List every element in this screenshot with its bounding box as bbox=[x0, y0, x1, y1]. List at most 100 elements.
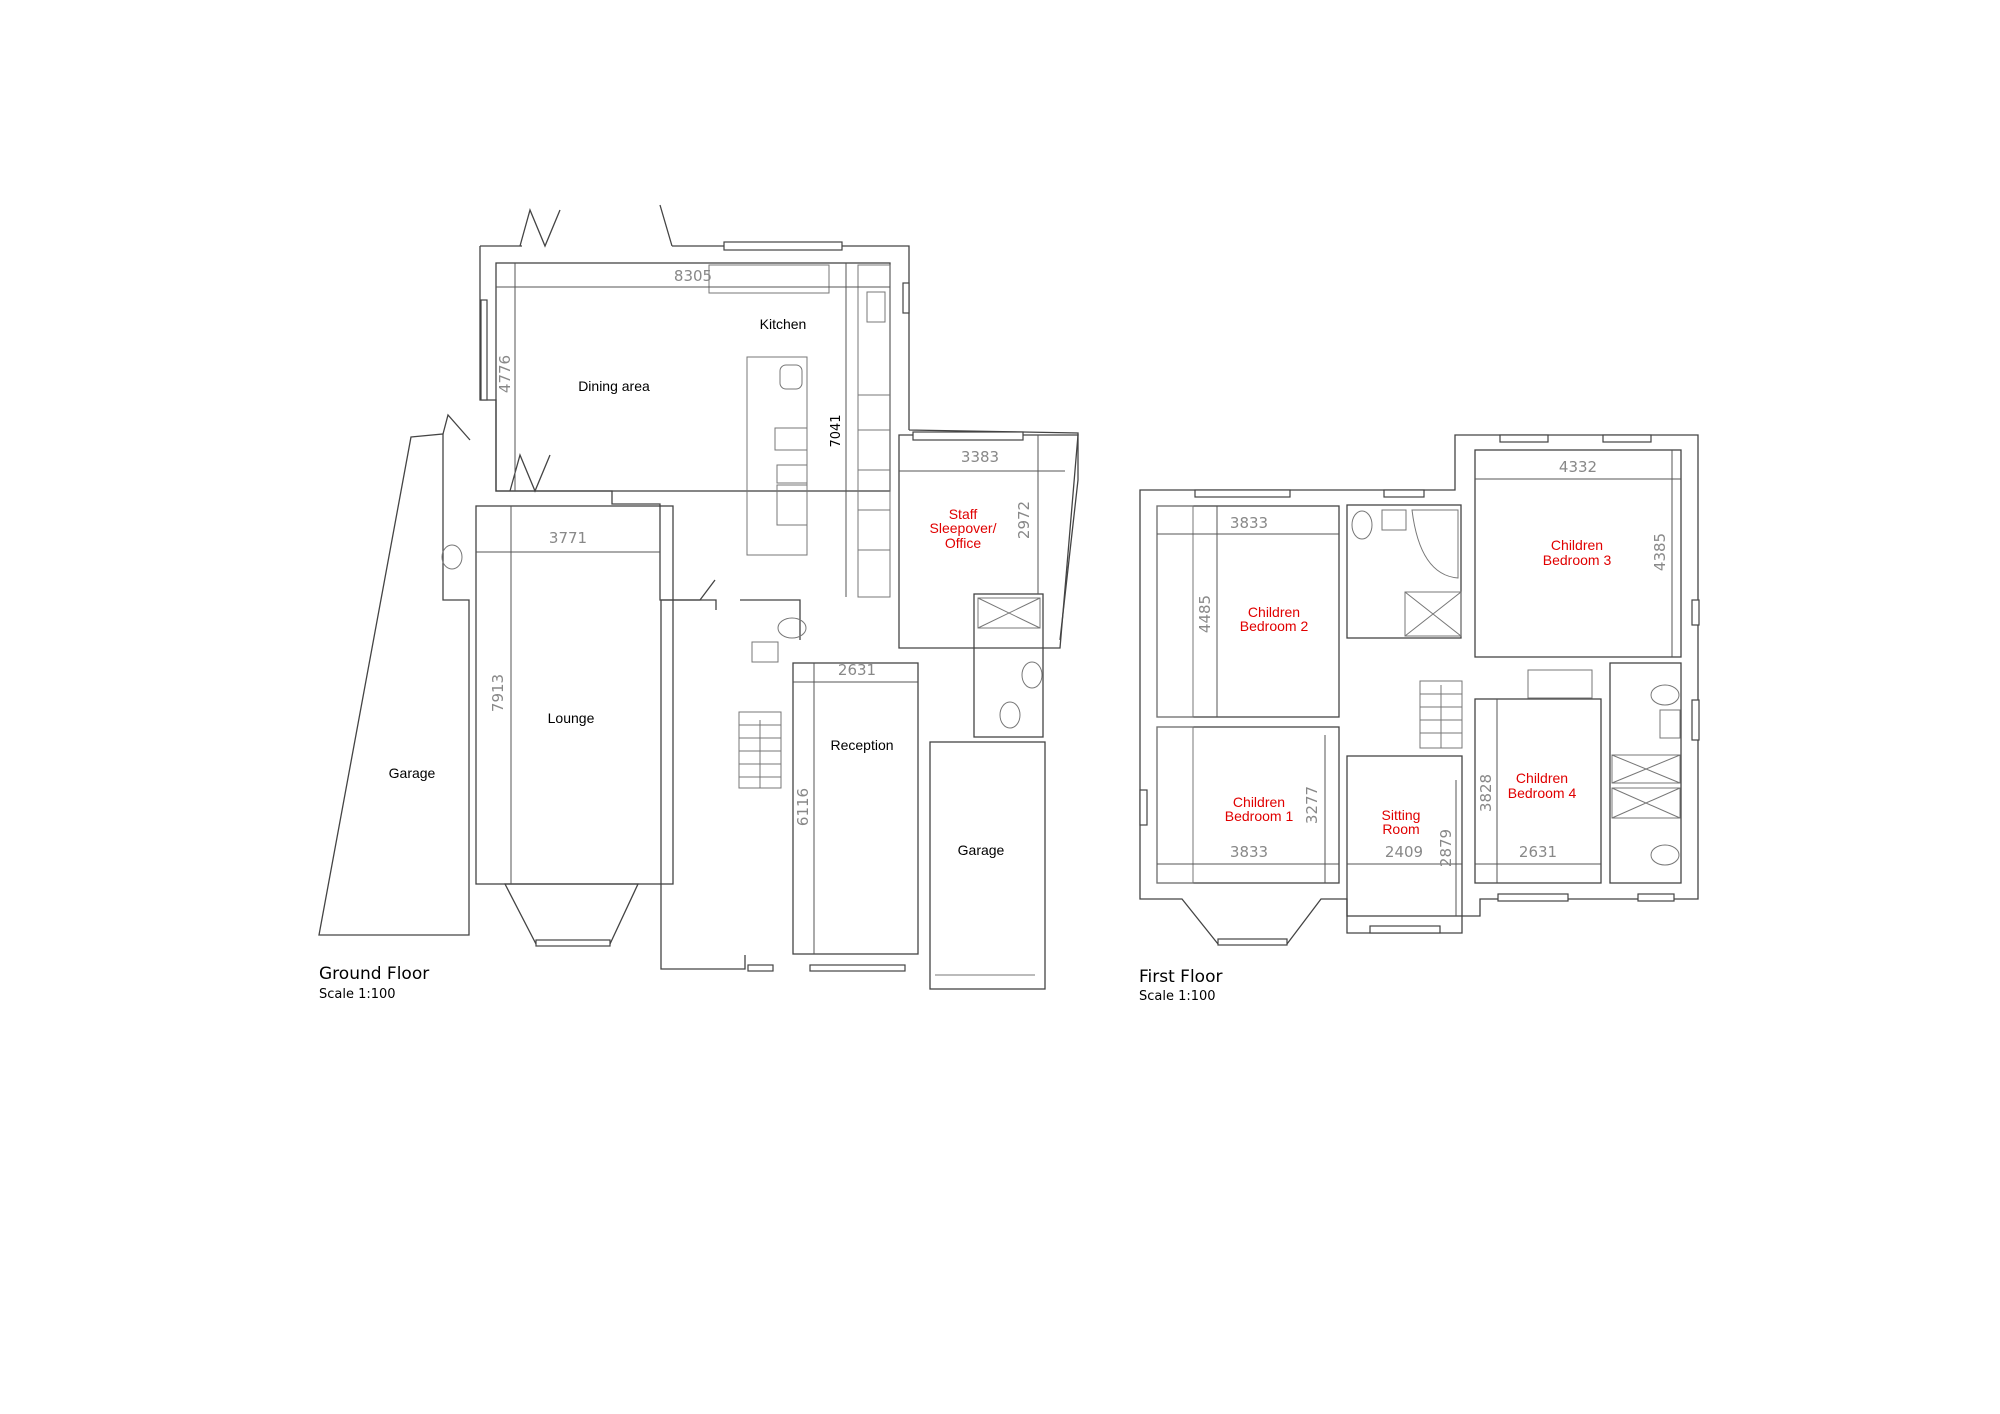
dim-bedroom4-width: 2631 bbox=[1519, 843, 1557, 861]
reception-window bbox=[809, 964, 906, 972]
island-sink-icon bbox=[779, 364, 803, 390]
ground-dimension-lines bbox=[476, 263, 1065, 954]
room-label-bedroom3-1: Children bbox=[1551, 537, 1603, 553]
ensuite-basin-icon bbox=[1659, 709, 1681, 739]
ensuite-side-window bbox=[1691, 699, 1700, 741]
garage-left-door bbox=[442, 413, 471, 441]
bedroom3-window-b bbox=[1602, 434, 1652, 443]
room-label-staff-1: Staff bbox=[949, 506, 978, 522]
bedroom3-side-window bbox=[1691, 599, 1700, 626]
island-unit bbox=[774, 427, 808, 451]
bedroom1-bay-glazing bbox=[1217, 938, 1288, 946]
room-label-dining: Dining area bbox=[578, 378, 650, 394]
kitchen-outer-wall bbox=[479, 245, 1079, 641]
ensuite-toilet-icon bbox=[999, 701, 1021, 729]
room-label-garage-right: Garage bbox=[958, 842, 1005, 858]
lounge-bay-window bbox=[503, 883, 640, 945]
garage-basin-icon bbox=[441, 544, 463, 570]
shower-tray-icon bbox=[977, 597, 1041, 629]
hob-icon bbox=[776, 464, 808, 484]
ensuite-room bbox=[1609, 662, 1682, 884]
bifold-door-top bbox=[519, 204, 673, 248]
garage-right bbox=[929, 741, 1046, 990]
dim-bedroom3-width: 4332 bbox=[1559, 458, 1597, 476]
kitchen-units-right bbox=[857, 264, 891, 598]
bifold-door-lower bbox=[509, 453, 551, 493]
dim-kitchen-width: 8305 bbox=[674, 267, 712, 285]
staff-office-room bbox=[898, 434, 1079, 649]
garage-left bbox=[318, 433, 470, 936]
dim-reception-width: 2631 bbox=[838, 661, 876, 679]
first-floor-outer-wall bbox=[1139, 434, 1699, 945]
dim-staff-width: 3383 bbox=[961, 448, 999, 466]
kitchen-unit-dividers bbox=[858, 394, 890, 551]
kitchen-worktop bbox=[708, 264, 830, 294]
bedroom3-window-a bbox=[1499, 434, 1549, 443]
staff-window bbox=[912, 431, 1024, 441]
room-label-bedroom3-2: Bedroom 3 bbox=[1543, 552, 1612, 568]
bedroom4-room bbox=[1474, 698, 1602, 884]
reception-room bbox=[792, 662, 919, 955]
first-floor-scale: Scale 1:100 bbox=[1139, 989, 1216, 1004]
ensuite-toilet-2-icon bbox=[1650, 844, 1680, 866]
cooker-icon bbox=[776, 484, 808, 526]
room-label-bedroom4-1: Children bbox=[1516, 770, 1568, 786]
wc-toilet-icon bbox=[777, 617, 807, 639]
dim-bedroom2-depth: 4485 bbox=[1196, 595, 1214, 633]
bedroom4-wardrobe bbox=[1527, 669, 1593, 699]
kitchen-sink-icon bbox=[866, 291, 886, 323]
dim-bedroom1-width: 3833 bbox=[1230, 843, 1268, 861]
ensuite-basin-icon bbox=[1021, 661, 1043, 689]
bathroom-window bbox=[1383, 489, 1425, 498]
room-label-bedroom2-1: Children bbox=[1248, 604, 1300, 620]
room-label-staff-2: Sleepover/ bbox=[930, 520, 997, 536]
bathroom-room bbox=[1346, 504, 1462, 639]
bedroom4-window bbox=[1497, 893, 1569, 902]
room-label-garage-left: Garage bbox=[389, 765, 436, 781]
kitchen-window bbox=[723, 241, 843, 251]
lounge-bay-glazing bbox=[535, 939, 611, 947]
room-label-bedroom1-1: Children bbox=[1233, 794, 1285, 810]
dim-bedroom2-width: 3833 bbox=[1230, 514, 1268, 532]
stair-treads bbox=[739, 720, 781, 788]
dim-kitchen-depth: 7041 bbox=[829, 414, 844, 447]
wc-basin-icon bbox=[751, 641, 779, 663]
bathroom-toilet-icon bbox=[1351, 510, 1373, 540]
dim-bedroom1-depth: 3277 bbox=[1303, 786, 1321, 824]
kitchen-island bbox=[746, 356, 808, 556]
ensuite-shower-room bbox=[973, 593, 1044, 738]
bedroom2-window bbox=[1194, 489, 1291, 498]
room-label-bedroom4-2: Bedroom 4 bbox=[1508, 785, 1577, 801]
ensuite-toilet-icon bbox=[1650, 684, 1680, 706]
dim-sitting-width: 2409 bbox=[1385, 843, 1423, 861]
first-floor-title: First Floor bbox=[1139, 967, 1222, 987]
room-label-bedroom1-2: Bedroom 1 bbox=[1225, 808, 1294, 824]
first-dimension-lines bbox=[1157, 450, 1681, 916]
sitting-room bbox=[1346, 755, 1463, 917]
dim-staff-depth: 2972 bbox=[1015, 501, 1033, 539]
room-label-kitchen: Kitchen bbox=[760, 316, 807, 332]
kitchen-side-window bbox=[902, 282, 910, 314]
dim-lounge-depth: 7913 bbox=[489, 674, 507, 712]
dim-reception-depth: 6116 bbox=[794, 788, 812, 826]
ground-floor-plan: Kitchen Dining area Lounge Garage Recept… bbox=[318, 204, 1079, 1002]
bathroom-shower-icon bbox=[1404, 591, 1462, 637]
dining-interior bbox=[495, 262, 891, 492]
dim-bedroom4-depth: 3828 bbox=[1477, 774, 1495, 812]
dim-bedroom3-depth: 4385 bbox=[1651, 533, 1669, 571]
bathroom-basin-icon bbox=[1381, 509, 1407, 531]
room-label-bedroom2-2: Bedroom 2 bbox=[1240, 618, 1309, 634]
bedroom3-room bbox=[1474, 449, 1682, 658]
dim-dining-depth: 4776 bbox=[496, 355, 514, 393]
bedroom1-wardrobe bbox=[1156, 726, 1194, 884]
room-label-staff-3: Office bbox=[945, 535, 982, 551]
room-label-sitting-2: Room bbox=[1382, 821, 1419, 837]
dim-lounge-width: 3771 bbox=[549, 529, 587, 547]
room-label-lounge: Lounge bbox=[548, 710, 595, 726]
first-stair-treads bbox=[1420, 685, 1462, 748]
ensuite-rear-window bbox=[1637, 893, 1675, 902]
ground-floor-scale: Scale 1:100 bbox=[319, 987, 396, 1002]
hall-window bbox=[747, 964, 774, 972]
